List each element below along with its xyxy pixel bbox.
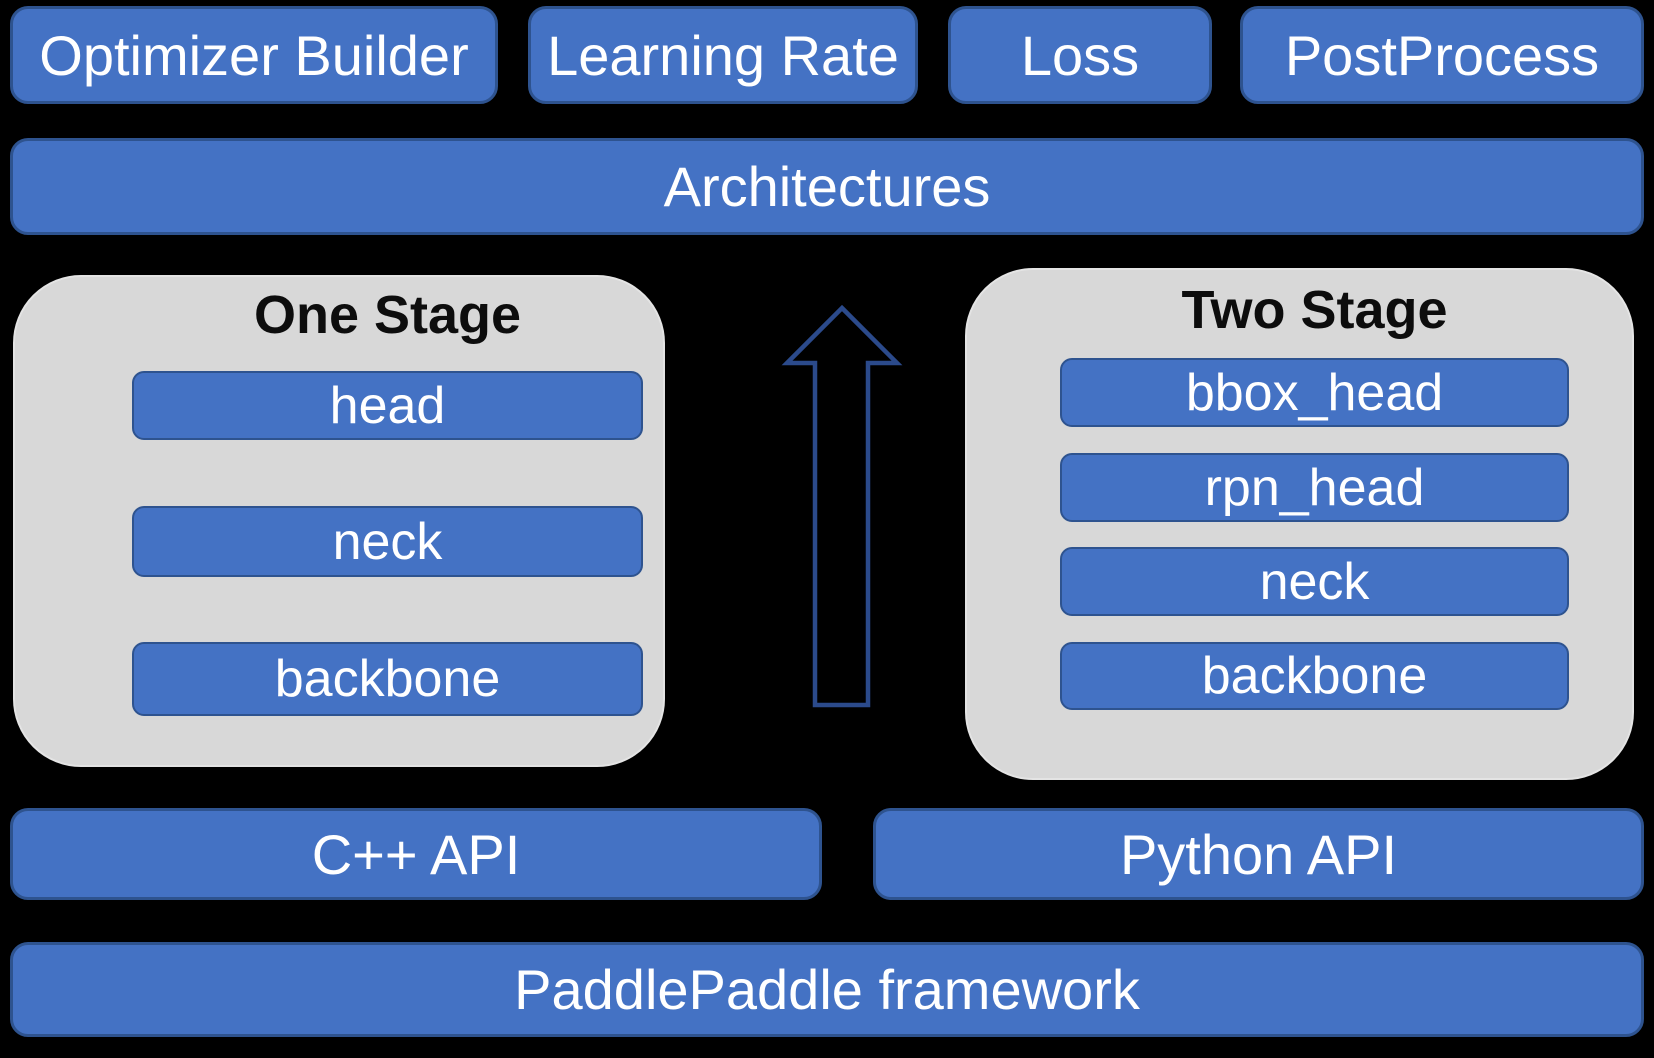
top-box-loss: Loss [948,6,1212,104]
python-api-bar: Python API [873,808,1644,900]
framework-bar: PaddlePaddle framework [10,942,1644,1037]
top-box-optimizer-builder: Optimizer Builder [10,6,498,104]
top-box-learning-rate: Learning Rate [528,6,918,104]
top-box-postprocess: PostProcess [1240,6,1644,104]
two-stage-title: Two Stage [1181,280,1448,340]
one-stage-title: One Stage [253,285,522,345]
module-bbox-head: bbox_head [1060,358,1569,427]
module-backbone-two-stage: backbone [1060,642,1569,710]
cpp-api-bar: C++ API [10,808,822,900]
module-backbone: backbone [132,642,643,716]
architectures-bar: Architectures [10,138,1644,235]
module-rpn-head: rpn_head [1060,453,1569,522]
module-head: head [132,371,643,440]
module-neck: neck [132,506,643,577]
up-arrow-icon [781,304,903,708]
module-neck-two-stage: neck [1060,547,1569,616]
up-arrow-outline [781,304,903,708]
